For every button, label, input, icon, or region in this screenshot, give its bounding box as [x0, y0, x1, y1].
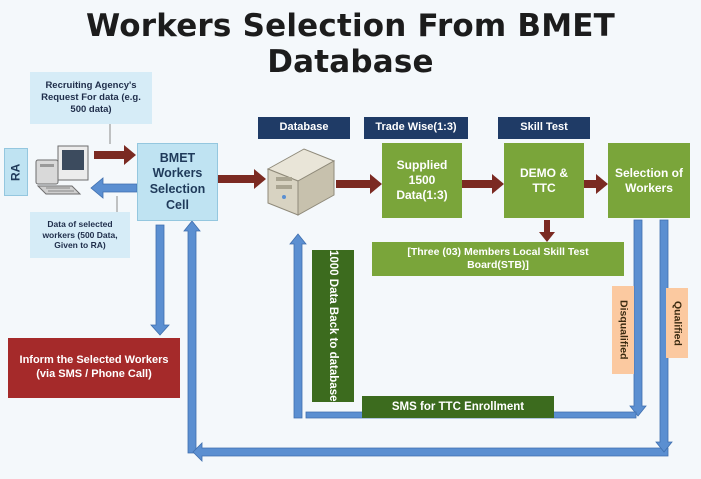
data-given-note: Data of selected workers (500 Data, Give… [30, 212, 130, 258]
arrow-up-to-database [289, 233, 307, 419]
arrow-database-to-supplied [336, 174, 382, 194]
arrow-cell-to-ra [90, 177, 138, 199]
skill-test-board-box: [Three (03) Members Local Skill Test Boa… [372, 242, 624, 276]
arrow-demo-to-selection [584, 174, 608, 194]
data-back-to-database-box: 1000 Data Back to database [312, 250, 354, 402]
demo-ttc-box: DEMO & TTC [504, 143, 584, 218]
trade-wise-header: Trade Wise(1:3) [364, 117, 468, 139]
arrow-bottom-return [192, 442, 669, 462]
page-title: Workers Selection From BMET Database [85, 8, 616, 80]
arrow-qualified-down [655, 219, 673, 453]
supplied-data-box: Supplied 1500 Data(1:3) [382, 143, 462, 218]
arrow-disqualified-down [629, 219, 647, 417]
skill-test-header: Skill Test [498, 117, 590, 139]
qualified-label: Qualified [666, 288, 688, 358]
database-server-icon [266, 148, 336, 216]
arrow-ra-to-cell [94, 145, 136, 165]
database-header: Database [258, 117, 350, 139]
selection-of-workers-box: Selection of Workers [608, 143, 690, 218]
arrow-return-up-to-cell [183, 220, 201, 454]
request-note: Recruiting Agency's Request For data (e.… [30, 72, 152, 124]
bmet-workers-selection-cell: BMET Workers Selection Cell [137, 143, 218, 221]
computer-icon [35, 145, 89, 195]
arrow-supplied-to-demo [462, 174, 504, 194]
arrow-demo-to-board [539, 220, 555, 242]
inform-workers-box: Inform the Selected Workers (via SMS / P… [8, 338, 180, 398]
arrow-cell-to-inform [150, 224, 170, 336]
disqualified-label: Disqualified [612, 286, 634, 374]
arrow-cell-to-database [218, 169, 266, 189]
sms-ttc-enrollment-box: SMS for TTC Enrollment [362, 396, 554, 418]
ra-label: RA [4, 148, 28, 196]
